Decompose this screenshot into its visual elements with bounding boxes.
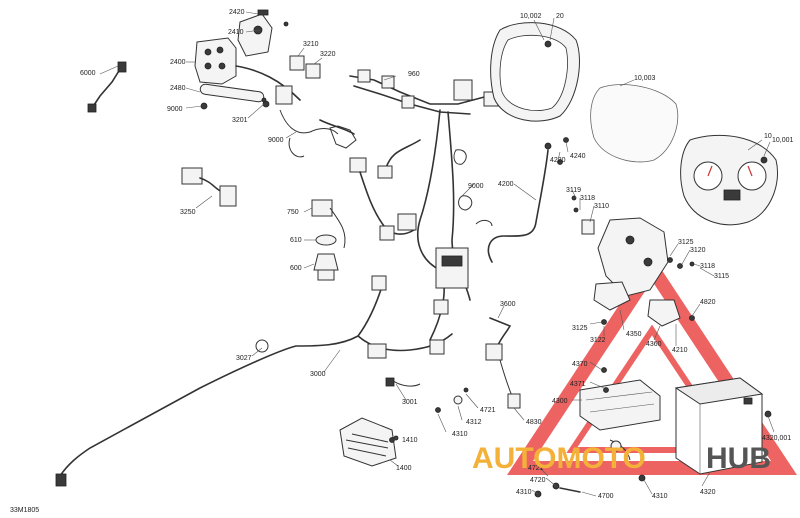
diagram-code: 33M1805 xyxy=(10,507,39,514)
label-4200: 4200 xyxy=(498,181,514,188)
mount-bracket xyxy=(581,217,681,327)
protective-sleeve xyxy=(199,83,270,110)
label-3118-b: 3118 xyxy=(700,263,715,270)
label-3001: 3001 xyxy=(402,399,418,406)
gauge-bezel xyxy=(490,22,580,122)
label-4360: 4360 xyxy=(646,341,662,348)
label-4721-b: 4721 xyxy=(528,465,544,472)
gauge-cluster xyxy=(680,134,778,226)
label-4830: 4830 xyxy=(526,419,542,426)
watermark-brand-a: AUTOMOTO xyxy=(472,442,646,475)
label-4310-b: 4310 xyxy=(516,489,532,496)
label-4371: 4371 xyxy=(570,381,586,388)
label-2420: 2420 xyxy=(229,9,245,16)
label-10003: 10,003 xyxy=(634,75,656,82)
label-10: 10 xyxy=(764,133,772,140)
relay-harness xyxy=(485,317,521,409)
label-3122: 3122 xyxy=(590,337,606,344)
label-960: 960 xyxy=(408,71,420,78)
battery-cables xyxy=(534,367,646,498)
label-4720: 4720 xyxy=(530,477,546,484)
gauge-lens xyxy=(590,84,679,163)
lower-harness xyxy=(55,275,453,487)
label-3125-a: 3125 xyxy=(678,239,694,246)
label-9000-c: 9000 xyxy=(468,183,484,190)
label-610: 610 xyxy=(290,237,302,244)
watermark-brand-b: HUB xyxy=(706,442,771,475)
part-number-labels: 2420 2410 2400 2480 9000 3201 3210 3220 … xyxy=(10,9,794,514)
label-600: 600 xyxy=(290,265,302,272)
label-3000: 3000 xyxy=(310,371,326,378)
label-3115: 3115 xyxy=(714,273,729,280)
label-3110: 3110 xyxy=(594,203,609,210)
label-4240: 4240 xyxy=(570,153,586,160)
label-2480: 2480 xyxy=(170,85,186,92)
main-harness xyxy=(319,69,499,341)
label-4820: 4820 xyxy=(700,299,716,306)
label-3118-a: 3118 xyxy=(580,195,595,202)
label-1410: 1410 xyxy=(402,437,418,444)
label-4320001: 4320,001 xyxy=(762,435,791,442)
label-4310-a: 4310 xyxy=(452,431,468,438)
label-4220: 4220 xyxy=(550,157,566,164)
label-4700: 4700 xyxy=(598,493,614,500)
handlebar-switch xyxy=(194,9,301,101)
label-3119: 3119 xyxy=(566,187,581,194)
connector-3250 xyxy=(181,167,237,207)
battery-tray xyxy=(579,379,661,431)
label-10001: 10,001 xyxy=(772,137,794,144)
label-10002: 10,002 xyxy=(520,13,542,20)
label-1400: 1400 xyxy=(396,465,412,472)
ground-cable-4200 xyxy=(475,142,552,263)
label-4721-a: 4721 xyxy=(480,407,496,414)
label-4312: 4312 xyxy=(466,419,482,426)
label-4300: 4300 xyxy=(552,398,568,405)
label-3250: 3250 xyxy=(180,209,196,216)
label-3125-b: 3125 xyxy=(572,325,588,332)
label-9000-b: 9000 xyxy=(268,137,284,144)
label-3210: 3210 xyxy=(303,41,319,48)
label-6000: 6000 xyxy=(80,70,96,77)
label-3600: 3600 xyxy=(500,301,516,308)
ignition-switch xyxy=(311,199,346,281)
label-750: 750 xyxy=(287,209,299,216)
watermark-logo: AUTOMOTO HUB xyxy=(472,442,771,475)
label-20: 20 xyxy=(556,13,564,20)
leader-lines xyxy=(99,11,775,497)
label-2410: 2410 xyxy=(228,29,244,36)
label-3220: 3220 xyxy=(320,51,336,58)
battery xyxy=(674,377,772,475)
misc-fasteners xyxy=(261,21,695,441)
label-4370: 4370 xyxy=(572,361,588,368)
label-4320: 4320 xyxy=(700,489,716,496)
label-3027: 3027 xyxy=(236,355,252,362)
label-3201: 3201 xyxy=(232,117,248,124)
label-4350: 4350 xyxy=(626,331,642,338)
label-9000-a: 9000 xyxy=(167,106,183,113)
label-2400: 2400 xyxy=(170,59,186,66)
label-4310-c: 4310 xyxy=(652,493,668,500)
label-3120: 3120 xyxy=(690,247,706,254)
sensor-6000 xyxy=(87,61,127,113)
connectors-3210 xyxy=(275,55,339,158)
label-4210: 4210 xyxy=(672,347,688,354)
voltage-regulator xyxy=(339,417,397,467)
